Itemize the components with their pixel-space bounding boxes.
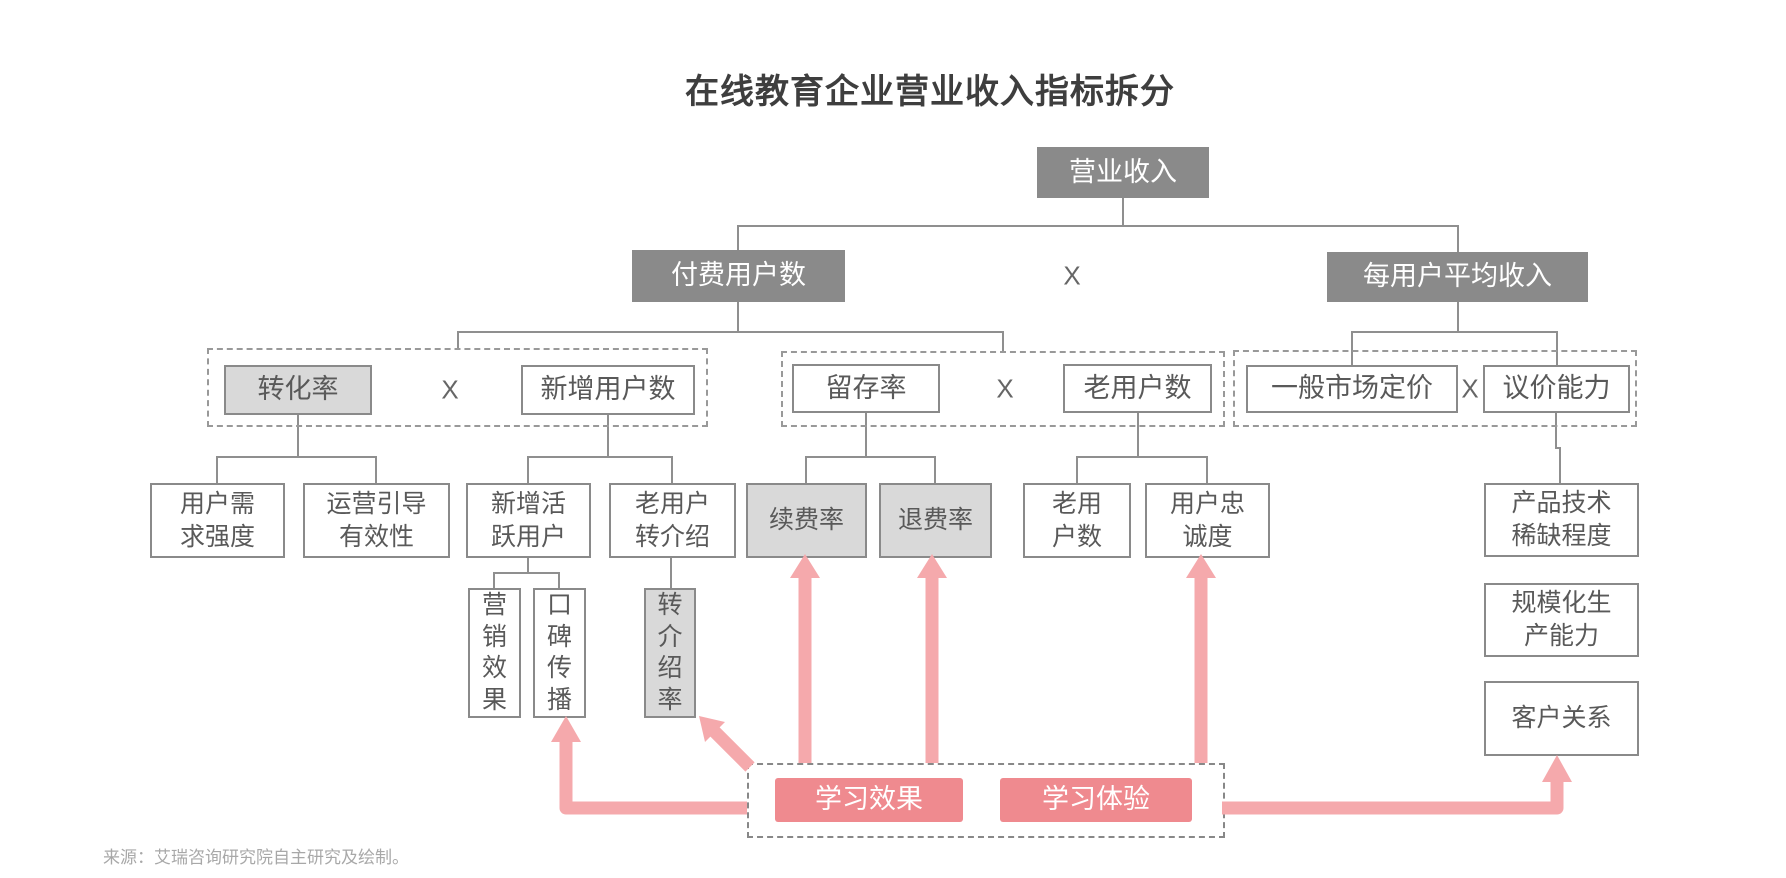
node-revenue: 营业收入 (1037, 147, 1209, 198)
connector-paying-users-branch (457, 302, 1004, 351)
node-old-users: 老用户数 (1063, 364, 1212, 413)
multiply-sign-level2: X (1063, 260, 1081, 291)
node-word-of-mouth: 口 碑 传 播 (533, 588, 586, 718)
node-marketing-effect: 营 销 效 果 (468, 588, 521, 718)
group-conversion-new-users (207, 348, 708, 427)
node-bargaining-power: 议价能力 (1483, 365, 1630, 413)
arrow-to-referral-rate (708, 725, 755, 772)
arrow-to-customer-relationship (1222, 781, 1564, 815)
node-new-users: 新增用户数 (521, 365, 695, 415)
node-user-loyalty: 用户忠 诚度 (1145, 483, 1270, 558)
group-pricing-bargaining (1233, 350, 1637, 427)
multiply-sign-group2: X (996, 373, 1014, 404)
node-retention-rate: 留存率 (792, 364, 940, 413)
node-market-pricing: 一般市场定价 (1246, 365, 1458, 413)
node-learning-effect: 学习效果 (775, 778, 963, 822)
arrowhead-word-of-mouth (551, 716, 581, 742)
node-customer-relationship: 客户关系 (1484, 681, 1639, 756)
multiply-sign-group1: X (441, 374, 459, 405)
node-conversion-rate: 转化率 (224, 365, 372, 415)
node-renewal-rate: 续费率 (746, 483, 867, 558)
node-refund-rate: 退费率 (879, 483, 992, 558)
connector-level2-branch (737, 225, 1459, 252)
node-referral-rate: 转 介 绍 率 (644, 588, 696, 718)
node-arpu: 每用户平均收入 (1327, 252, 1588, 302)
node-new-active-users: 新增活 跃用户 (466, 483, 591, 558)
source-note: 来源：艾瑞咨询研究院自主研究及绘制。 (103, 848, 409, 867)
node-product-scarcity: 产品技术 稀缺程度 (1484, 483, 1639, 557)
arrowhead-referral-rate (699, 716, 725, 742)
connector-new-active-branch (493, 558, 560, 588)
arrowhead-customer-relationship (1542, 755, 1572, 782)
node-old-user-referral: 老用户 转介绍 (609, 483, 736, 558)
node-old-user-count: 老用 户数 (1023, 483, 1131, 558)
node-operation-guidance: 运营引导 有效性 (303, 483, 450, 558)
node-paying-users: 付费用户数 (632, 250, 845, 302)
multiply-sign-group3: X (1461, 373, 1479, 404)
node-scale-production: 规模化生 产能力 (1484, 583, 1639, 657)
group-retention-old-users (781, 351, 1225, 427)
page-title: 在线教育企业营业收入指标拆分 (685, 73, 1175, 111)
arrow-to-word-of-mouth (559, 741, 747, 815)
node-learning-experience: 学习体验 (1000, 778, 1192, 822)
node-user-demand: 用户需 求强度 (150, 483, 285, 558)
